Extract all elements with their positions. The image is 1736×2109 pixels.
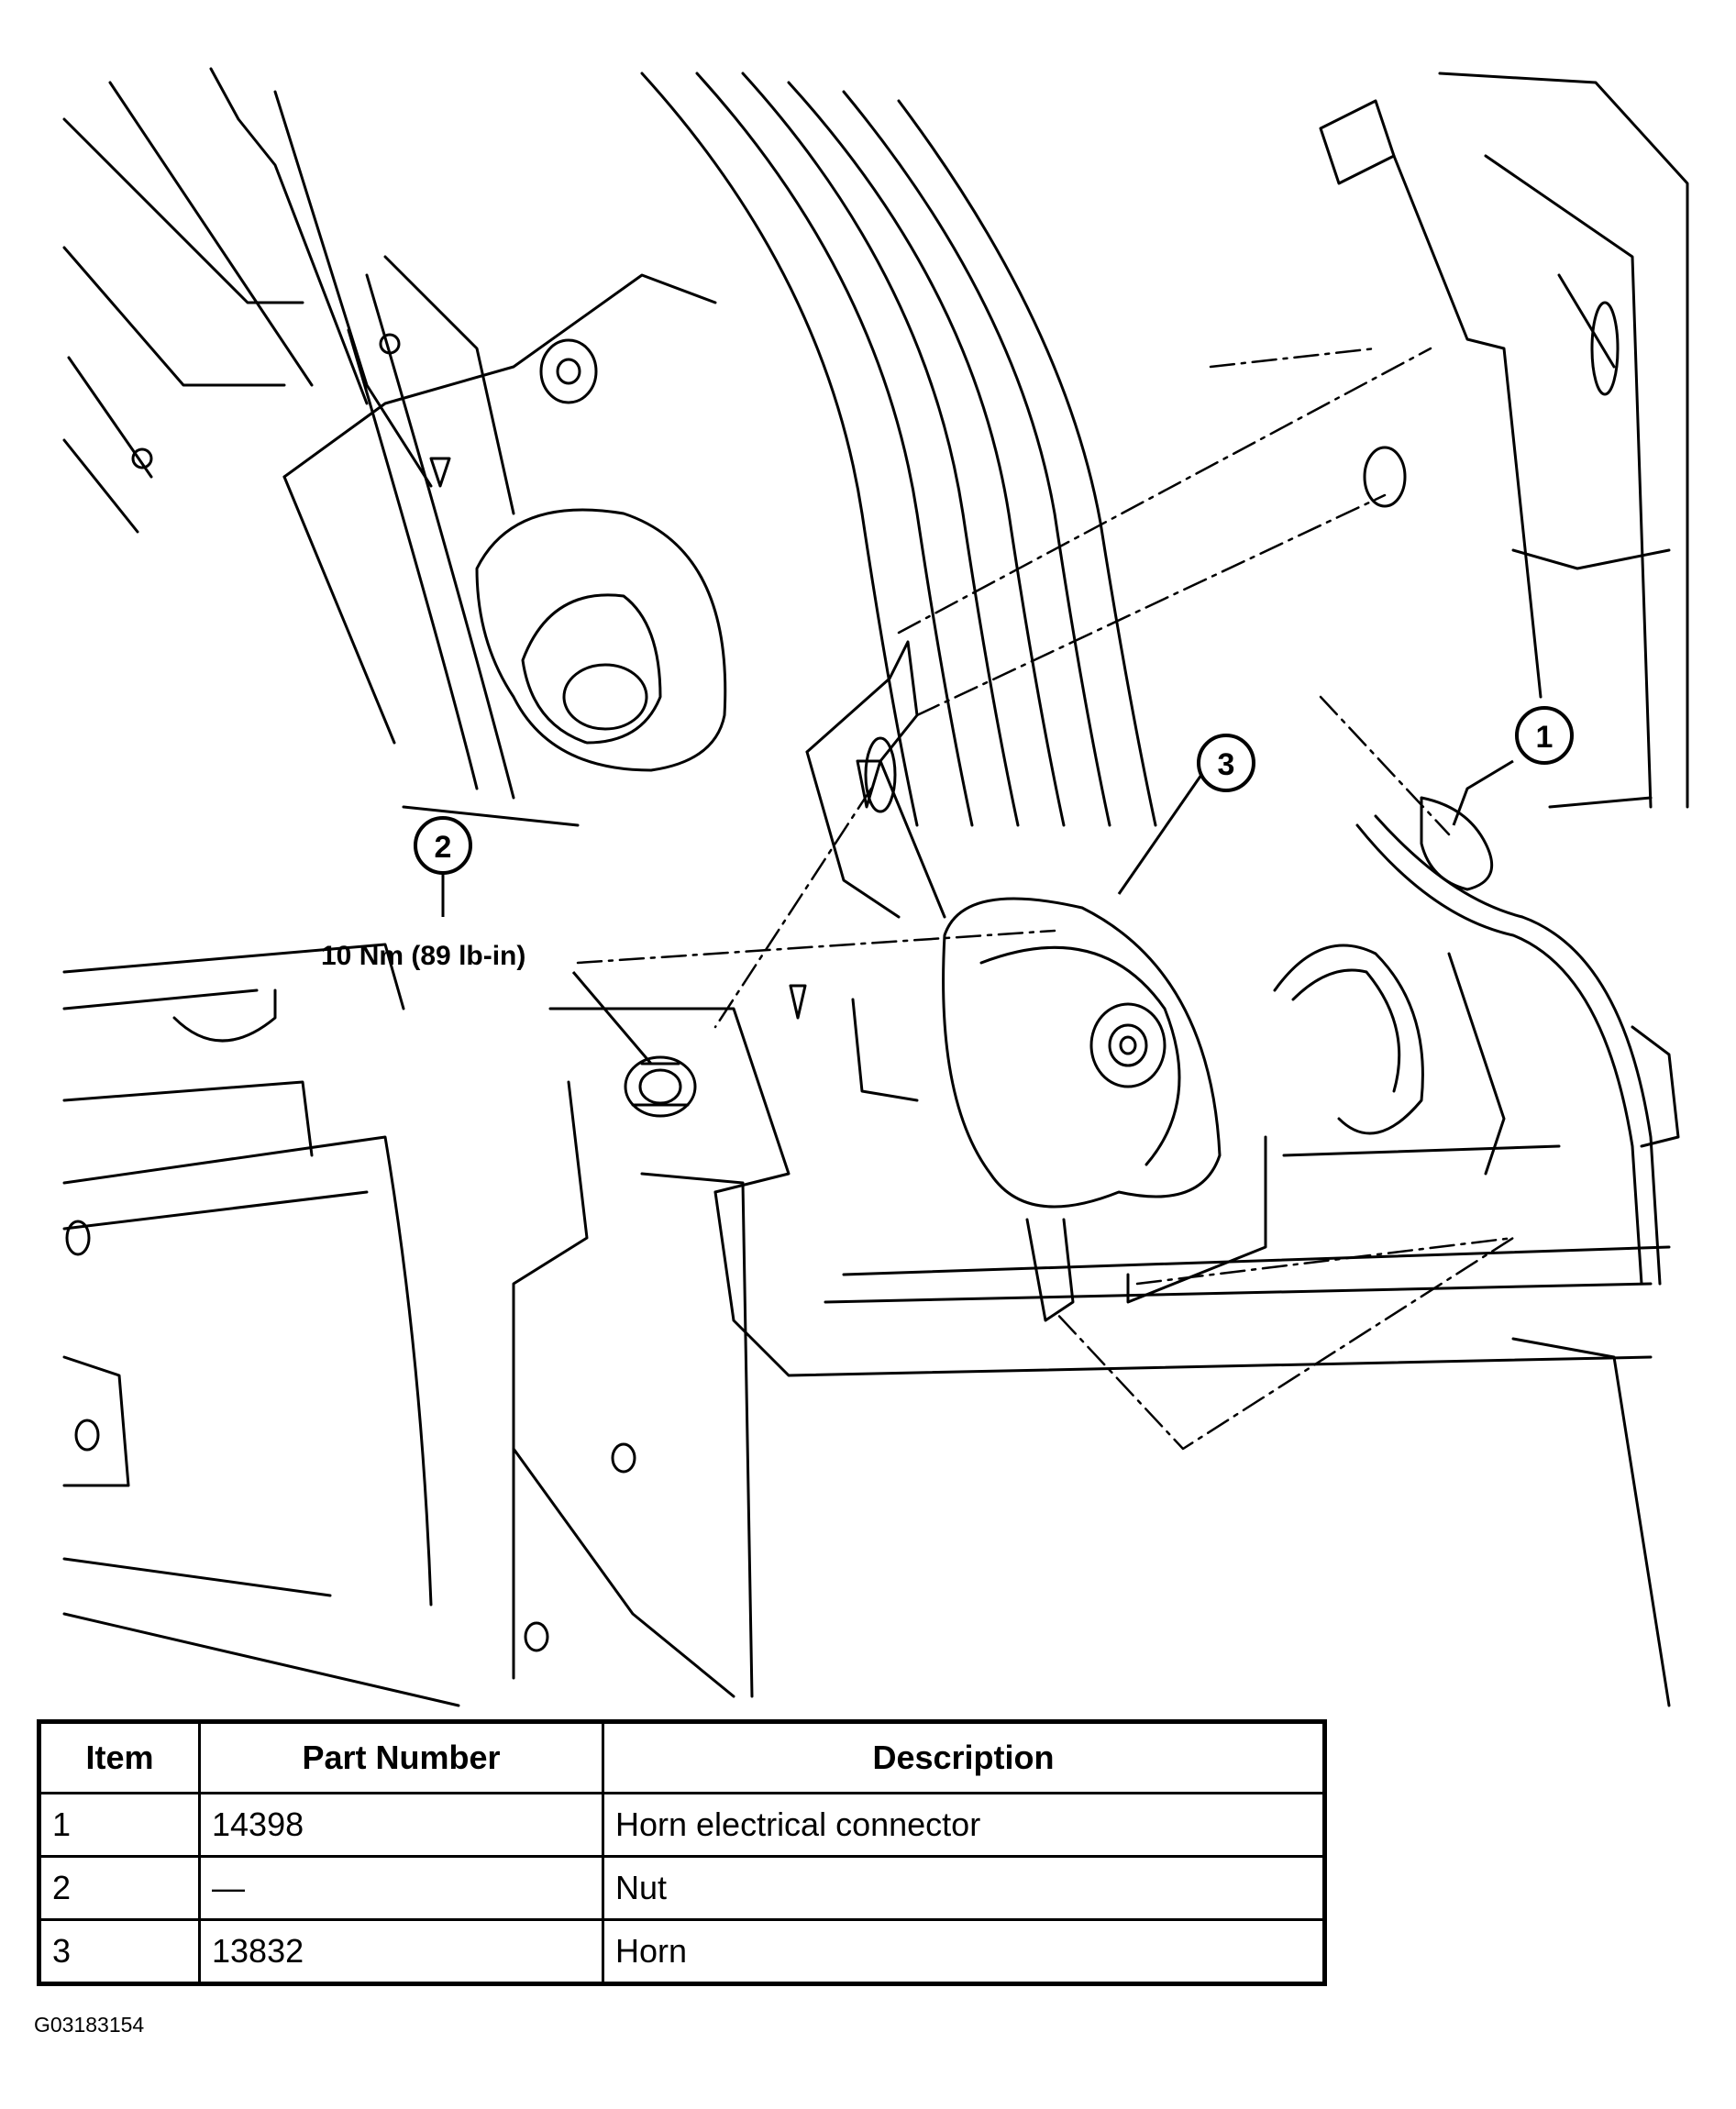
table-header-row: Item Part Number Description	[38, 1720, 1326, 1794]
description-cell: Horn electrical connector	[602, 1792, 1326, 1858]
wheelhouse-panel	[347, 273, 727, 827]
body-panel-lower-left	[62, 943, 460, 1707]
item-cell: 2	[38, 1855, 201, 1921]
table-row: 1 14398 Horn electrical connector	[38, 1792, 1326, 1858]
nut	[624, 1055, 697, 1118]
horn-connector-wires	[1273, 796, 1662, 1286]
callout-2-number: 2	[435, 830, 452, 865]
part-number-cell: 13832	[198, 1918, 604, 1985]
part-number-cell: 14398	[198, 1792, 604, 1858]
horn	[942, 897, 1267, 1322]
column-header-part-number: Part Number	[198, 1720, 604, 1794]
body-panel-upper-right	[1319, 72, 1689, 809]
description-cell: Horn	[602, 1918, 1326, 1985]
body-panel-upper-left	[62, 67, 717, 745]
torque-specification: 10 Nm (89 lb-in)	[321, 941, 525, 971]
table-row: 2 — Nut	[38, 1855, 1326, 1921]
figure-id: G03183154	[34, 2013, 145, 2037]
horn-bracket	[805, 640, 946, 1102]
stud-upper	[856, 759, 882, 809]
callout-1: 1	[1515, 706, 1574, 765]
item-cell: 1	[38, 1792, 201, 1858]
description-cell: Nut	[602, 1855, 1326, 1921]
torque-leader	[571, 971, 653, 1065]
callout-2: 2	[414, 816, 472, 875]
column-header-description: Description	[602, 1720, 1326, 1794]
column-header-item: Item	[38, 1720, 201, 1794]
parts-table: Item Part Number Description 1 14398 Hor…	[37, 1719, 1327, 1986]
callout-3: 3	[1197, 734, 1255, 792]
callout-3-leader	[1117, 774, 1203, 895]
wiring-harness	[640, 72, 1157, 827]
callout-1-number: 1	[1536, 720, 1554, 755]
radiator-support	[512, 1007, 1680, 1707]
assembly-reference-lines	[576, 347, 1515, 1451]
item-cell: 3	[38, 1918, 201, 1985]
table-row: 3 13832 Horn	[38, 1918, 1326, 1985]
horn-installation-illustration: 1 2 3 10 Nm (89 lb-in)	[62, 67, 1689, 1707]
stud-lower	[789, 984, 807, 1020]
callout-3-number: 3	[1218, 747, 1235, 782]
part-number-cell: —	[198, 1855, 604, 1921]
callout-1-leader	[1452, 759, 1514, 826]
